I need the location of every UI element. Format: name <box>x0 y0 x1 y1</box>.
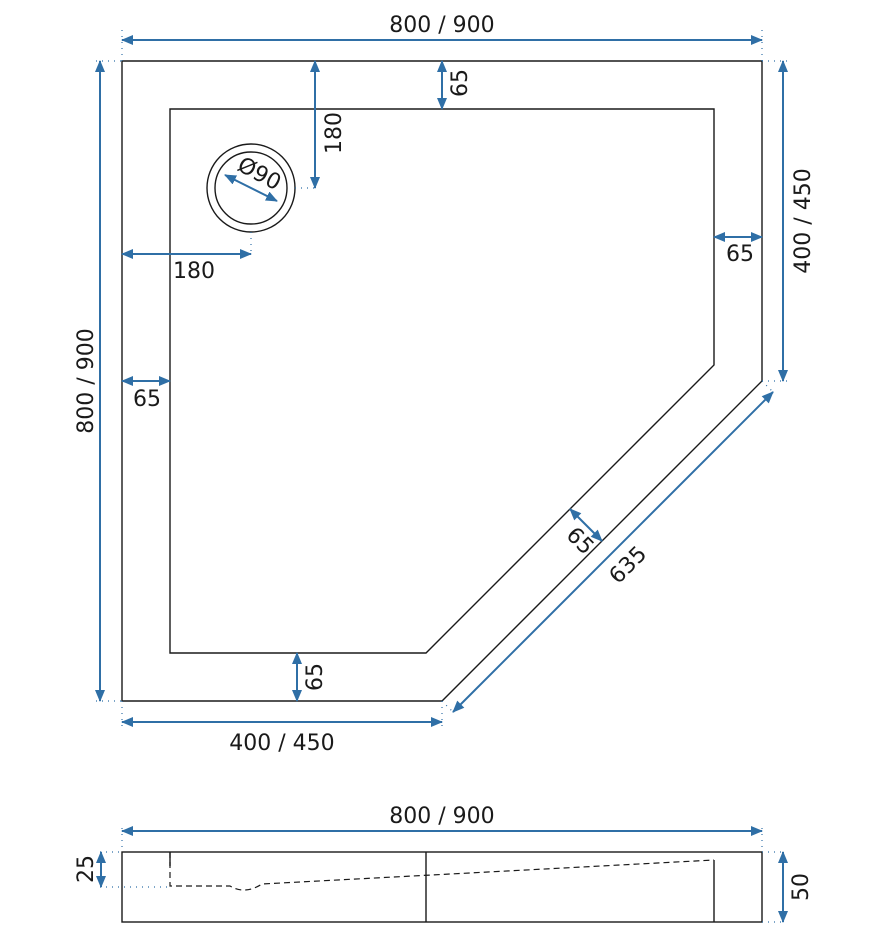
drain-height-label: 25 <box>74 855 99 883</box>
total-height-label: 50 <box>789 873 814 901</box>
top-view: Ø90 800 / 900 800 / 900 400 / 450 400 / … <box>74 13 816 756</box>
diagonal-side-dimension <box>452 391 774 713</box>
drain-from-top-label: 180 <box>322 112 347 154</box>
bottom-side-label: 400 / 450 <box>229 731 334 756</box>
drain-diameter-label: Ø90 <box>233 153 285 196</box>
overall-depth-label: 800 / 900 <box>74 328 99 433</box>
basin-slope-dashed <box>169 852 715 891</box>
drain-diameter-dimension <box>224 174 278 202</box>
side-view: 800 / 900 25 50 <box>74 804 814 923</box>
drain-from-left-label: 180 <box>173 259 215 284</box>
rim-bottom-label: 65 <box>303 663 328 691</box>
guide-diag-start <box>761 380 775 394</box>
diagonal-side-label: 635 <box>605 542 652 589</box>
guide-diag-end <box>441 700 455 714</box>
overall-width-label: 800 / 900 <box>389 13 494 38</box>
rim-diagonal-dimension <box>569 508 603 542</box>
rim-right-label: 65 <box>726 242 754 267</box>
side-view-outline <box>121 851 763 923</box>
rim-top-label: 65 <box>448 69 473 97</box>
rim-left-label: 65 <box>133 387 161 412</box>
right-side-label: 400 / 450 <box>791 168 816 273</box>
tray-outer-outline <box>121 60 763 702</box>
rim-diagonal-label: 65 <box>561 523 598 560</box>
side-width-label: 800 / 900 <box>389 804 494 829</box>
